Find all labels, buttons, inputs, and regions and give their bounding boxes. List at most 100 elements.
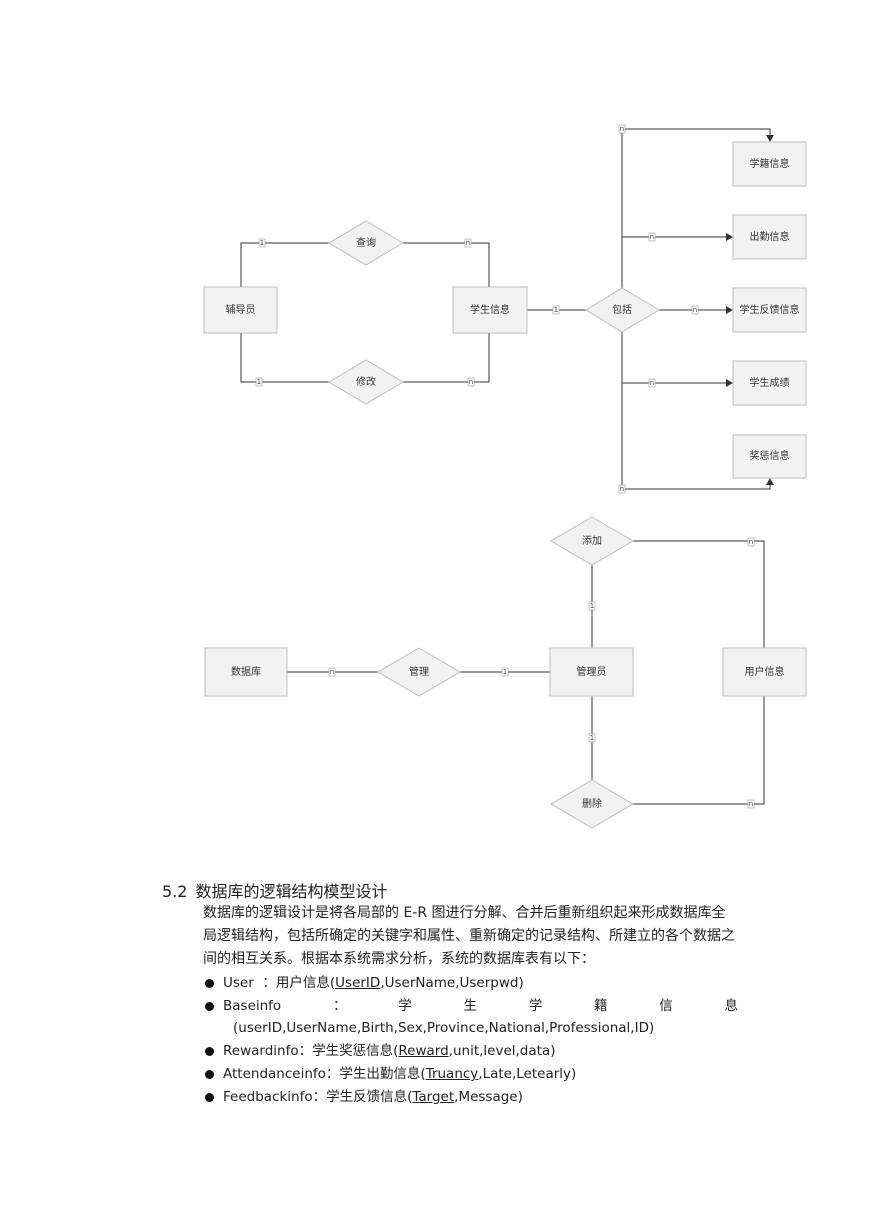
- bullet-icon: [205, 1047, 214, 1056]
- relation-query: 查询: [328, 220, 404, 266]
- entity-label: 奖惩信息: [750, 449, 790, 462]
- table-desc: 学生奖惩信息: [312, 1043, 394, 1059]
- list-item: Rewardinfo：学生奖惩信息(Reward,unit,level,data…: [203, 1040, 738, 1062]
- arrowhead: [726, 306, 733, 314]
- relation-modify: 修改: [328, 359, 404, 405]
- svg-text:1: 1: [260, 239, 264, 247]
- svg-text:n: n: [620, 125, 624, 133]
- cardinality-label: n: [618, 124, 626, 134]
- relation-label: 包括: [612, 303, 632, 316]
- entity-label: 学生成绩: [750, 376, 790, 389]
- edge-include-status: [622, 128, 771, 136]
- list-item: User ：用户信息(UserID,UserName,Userpwd): [203, 972, 738, 994]
- bullet-icon: [205, 1002, 214, 1011]
- arrowhead: [766, 135, 774, 142]
- entity-label: 辅导员: [226, 303, 256, 316]
- edge-query-student: [403, 242, 490, 287]
- entity-label: 出勤信息: [750, 230, 790, 243]
- cardinality-label: 1: [255, 377, 263, 387]
- edge-counselor-query: [240, 242, 329, 287]
- cardinality-label: n: [618, 484, 626, 494]
- relation-label: 删除: [582, 797, 602, 810]
- section-title: 数据库的逻辑结构模型设计: [195, 882, 388, 901]
- table-name: Baseinfo: [223, 998, 282, 1014]
- section-number: 5.2: [162, 882, 188, 901]
- entity-database: 数据库: [204, 647, 288, 697]
- entity-grades: 学生成绩: [732, 360, 807, 406]
- cardinality-label: n: [464, 238, 472, 248]
- relation-add: 添加: [550, 516, 634, 566]
- arrowhead: [726, 233, 733, 241]
- cardinality-label: n: [747, 537, 755, 547]
- svg-text:n: n: [650, 379, 654, 387]
- table-desc: 学生反馈信息: [326, 1089, 408, 1105]
- table-name: Attendanceinfo: [223, 1066, 326, 1082]
- table-desc-char: 籍: [593, 998, 608, 1014]
- svg-text:n: n: [749, 800, 753, 808]
- er-diagrams: 辅导员 学生信息 学籍信息 出勤信息 学生反馈信息 学生成绩 奖惩信息: [203, 124, 807, 829]
- entity-label: 学籍信息: [750, 157, 790, 170]
- table-desc: 用户信息: [275, 975, 330, 991]
- bullet-icon: [205, 979, 214, 988]
- list-item: Feedbackinfo：学生反馈信息(Target,Message): [203, 1086, 738, 1108]
- entity-label: 用户信息: [745, 665, 785, 678]
- entity-status-info: 学籍信息: [732, 141, 807, 187]
- entity-label: 学生反馈信息: [740, 303, 800, 316]
- edge-add-user: [633, 540, 765, 648]
- entity-admin: 管理员: [549, 647, 634, 697]
- bullet-icon: [205, 1070, 214, 1079]
- er-diagram-student: 辅导员 学生信息 学籍信息 出勤信息 学生反馈信息 学生成绩 奖惩信息: [203, 124, 807, 494]
- justified-row: Baseinfo ： 学 生 学 籍 信 息: [223, 995, 738, 1017]
- relation-label: 添加: [582, 534, 602, 547]
- table-desc-char: 息: [724, 998, 738, 1014]
- edge-delete-user: [633, 696, 765, 805]
- primary-key: Target: [412, 1089, 455, 1105]
- separator: ：: [312, 1089, 327, 1105]
- entity-reward-info: 奖惩信息: [732, 434, 807, 479]
- table-fields: (userID,UserName,Birth,Sex,Province,Nati…: [233, 1020, 655, 1036]
- relation-label: 修改: [356, 375, 376, 388]
- table-name: Feedbackinfo: [223, 1089, 313, 1105]
- cardinality-label: n: [467, 377, 475, 387]
- edge-counselor-modify: [240, 333, 329, 383]
- relation-manage: 管理: [377, 647, 461, 697]
- primary-key: Reward: [398, 1043, 449, 1059]
- entity-label: 学生信息: [470, 303, 510, 316]
- table-fields: ,UserName,Userpwd): [380, 975, 524, 991]
- primary-key: UserID: [335, 975, 381, 991]
- edge-include-reward: [622, 484, 771, 490]
- relation-label: 管理: [409, 665, 429, 678]
- cardinality-label: n: [648, 232, 656, 242]
- table-name: Rewardinfo: [223, 1043, 299, 1059]
- entity-label: 管理员: [577, 665, 607, 678]
- relation-delete: 删除: [550, 779, 634, 829]
- bullet-icon: [205, 1093, 214, 1102]
- table-desc-char: 信: [659, 998, 673, 1014]
- relation-include: 包括: [585, 287, 660, 333]
- er-diagram-admin: 数据库 管理员 用户信息 管理 添加 删除 n 1 1 n 1 n: [204, 516, 807, 829]
- section-heading: 5.2 数据库的逻辑结构模型设计: [162, 878, 387, 902]
- list-item: Baseinfo ： 学 生 学 籍 信 息 (userID,UserName,…: [203, 995, 738, 1039]
- svg-text:n: n: [620, 485, 624, 493]
- cardinality-label: n: [747, 799, 755, 809]
- entity-user-info: 用户信息: [722, 647, 807, 697]
- entity-counselor: 辅导员: [203, 286, 278, 334]
- table-fields: ,unit,level,data): [448, 1043, 556, 1059]
- section-paragraph: 数据库的逻辑设计是将各局部的 E-R 图进行分解、合并后重新组织起来形成数据库全…: [203, 905, 735, 967]
- svg-text:n: n: [466, 239, 470, 247]
- table-list: User ：用户信息(UserID,UserName,Userpwd) Base…: [203, 972, 738, 1109]
- svg-text:1: 1: [257, 378, 261, 386]
- cardinality-label: 1: [588, 733, 596, 743]
- separator: ：: [332, 998, 347, 1014]
- svg-text:n: n: [330, 668, 334, 676]
- separator: ：: [262, 975, 276, 991]
- cardinality-label: 1: [588, 601, 596, 611]
- cardinality-label: n: [648, 378, 656, 388]
- entity-student-info: 学生信息: [452, 286, 528, 334]
- arrowhead: [766, 478, 774, 485]
- entity-attendance-info: 出勤信息: [732, 214, 807, 260]
- svg-text:1: 1: [590, 602, 594, 610]
- svg-text:1: 1: [590, 734, 594, 742]
- entity-feedback-info: 学生反馈信息: [732, 287, 807, 333]
- table-desc-char: 生: [463, 998, 477, 1014]
